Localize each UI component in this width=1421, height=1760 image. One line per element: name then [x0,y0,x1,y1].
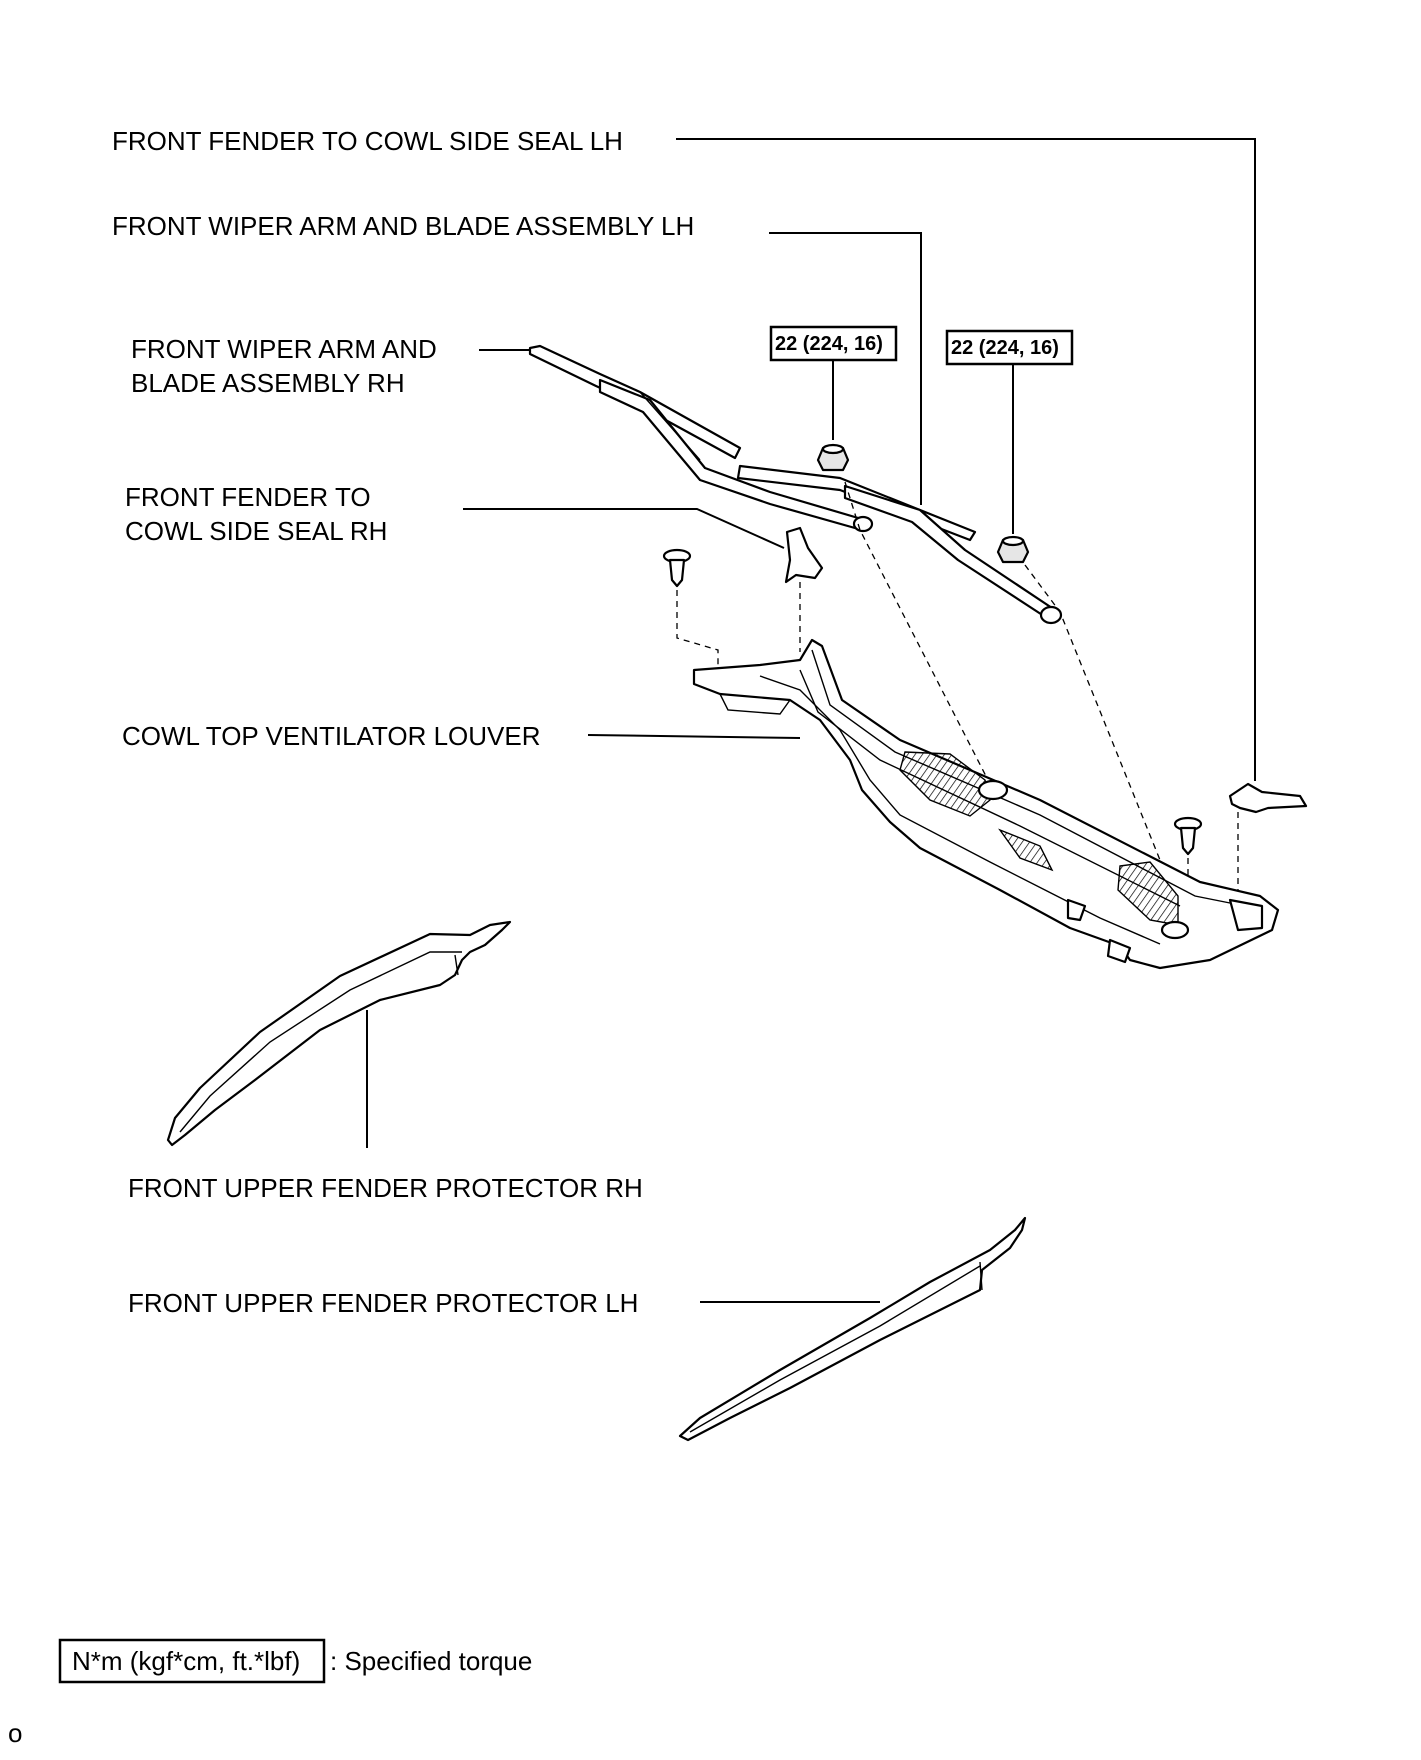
clip-right [1173,816,1203,856]
side-seal-rh [784,526,824,584]
leader-seal-rh [463,508,785,549]
nut-right [996,535,1030,564]
clip-left [662,548,692,588]
legend-unit-text: N*m (kgf*cm, ft.*lbf) [72,1646,300,1676]
torque-value-left: 22 (224, 16) [775,333,883,355]
leader-louver [587,734,801,739]
torque-value-right: 22 (224, 16) [951,337,1059,359]
front-upper-fender-protector-lh [678,1216,1027,1442]
label-seal-rh-line2: COWL SIDE SEAL RH [125,516,387,546]
legend-description: : Specified torque [330,1646,532,1676]
torque-box-left: 22 (224, 16) [769,325,898,362]
label-protector-lh: FRONT UPPER FENDER PROTECTOR LH [128,1288,638,1318]
label-seal-rh-line1: FRONT FENDER TO [125,482,371,512]
label-wiper-rh-line2: BLADE ASSEMBLY RH [131,368,405,398]
front-upper-fender-protector-rh [166,920,512,1147]
cowl-top-ventilator-louver [692,638,1280,970]
legend: N*m (kgf*cm, ft.*lbf) : Specified torque [58,1638,532,1684]
legend-unit-box [58,1638,326,1684]
label-louver: COWL TOP VENTILATOR LOUVER [122,721,541,751]
wiper-arm-rh [528,344,874,533]
leader-wiper-lh [769,232,922,505]
wiper-arm-lh [736,464,1063,625]
leader-seal-lh [676,138,1256,781]
label-wiper-rh-line1: FRONT WIPER ARM AND [131,334,437,364]
side-seal-lh [1228,782,1308,814]
dash-nut-left [844,481,991,785]
dash-nut-right [1024,564,1161,861]
page-mark: o [8,1718,22,1748]
label-protector-rh: FRONT UPPER FENDER PROTECTOR RH [128,1173,643,1203]
torque-box-right: 22 (224, 16) [945,329,1074,366]
label-wiper-lh: FRONT WIPER ARM AND BLADE ASSEMBLY LH [112,211,694,241]
nut-left [816,443,850,472]
dash-clip-left [676,590,719,672]
label-seal-lh: FRONT FENDER TO COWL SIDE SEAL LH [112,126,623,156]
